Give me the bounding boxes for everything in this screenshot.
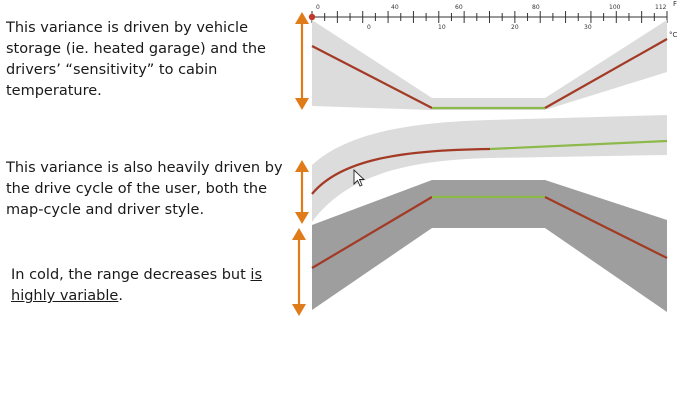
annotation-storage: This variance is driven by vehicle stora… xyxy=(6,20,266,99)
band-drive-cycle-cold-line xyxy=(311,147,491,195)
band-range-cold-line xyxy=(311,196,433,269)
fahrenheit-label-100: 100 xyxy=(609,4,621,11)
fahrenheit-unit: F xyxy=(673,0,677,8)
celsius-label-30: 30 xyxy=(584,24,592,31)
fahrenheit-label-60: 60 xyxy=(455,4,463,11)
band-range-hot-line xyxy=(544,196,668,259)
band-storage-cold-line xyxy=(311,45,433,109)
annotation-cold-range-prefix: In cold, the range decreases but xyxy=(11,267,251,283)
band-storage-variance xyxy=(311,20,668,110)
temperature-scale: 0 40 60 80 100 112 F 0 10 20 30 °C xyxy=(308,0,678,39)
celsius-label-20: 20 xyxy=(511,24,519,31)
band-drive-cycle-fill xyxy=(312,115,667,222)
annotation-cold-range-emphasis: is highly variable xyxy=(11,267,263,304)
annotation-drive-cycle: This variance is also heavily driven by … xyxy=(6,160,283,218)
band-range-variance xyxy=(311,180,668,312)
band-range-fill xyxy=(312,180,667,312)
mouse-cursor-icon xyxy=(353,168,366,187)
variance-arrows xyxy=(292,12,309,316)
celsius-unit: °C xyxy=(669,31,678,39)
temperature-slider-handle[interactable] xyxy=(308,13,316,21)
celsius-label-0: 0 xyxy=(367,24,371,31)
band-storage-fill xyxy=(312,20,667,110)
band-drive-cycle-comfort-line xyxy=(489,139,668,151)
scale-ticks xyxy=(311,11,668,23)
arrow-drive-cycle-variance xyxy=(295,160,309,224)
annotation-cold-range: In cold, the range decreases but is high… xyxy=(11,265,301,307)
fahrenheit-label-80: 80 xyxy=(532,4,540,11)
fahrenheit-label-112: 112 xyxy=(655,4,667,11)
celsius-label-10: 10 xyxy=(438,24,446,31)
arrow-range-variance xyxy=(292,228,306,316)
band-drive-cycle-variance xyxy=(311,115,668,222)
band-storage-hot-line xyxy=(544,38,668,109)
arrow-storage-variance xyxy=(295,12,309,110)
fahrenheit-label-0: 0 xyxy=(316,4,320,11)
annotation-cold-range-suffix: . xyxy=(118,288,123,304)
fahrenheit-label-40: 40 xyxy=(391,4,399,11)
